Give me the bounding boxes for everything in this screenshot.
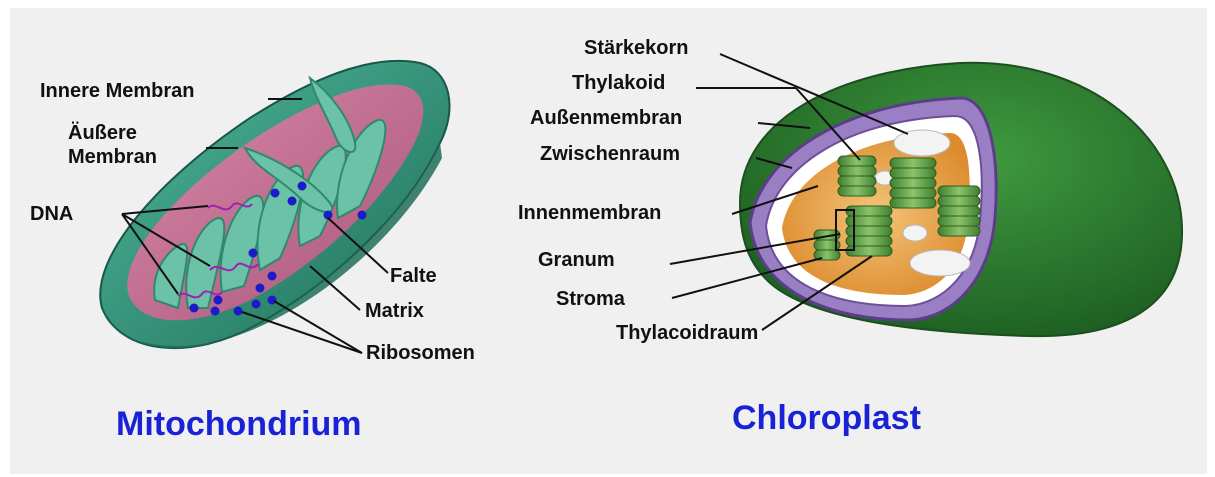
label-inner-membrane-chloro: Innenmembran [518, 201, 661, 225]
label-ribosomes: Ribosomen [366, 341, 475, 365]
caption-chloroplast: Chloroplast [732, 399, 921, 438]
label-crista: Falte [390, 264, 437, 288]
label-granum: Granum [538, 248, 615, 272]
label-stroma: Stroma [556, 287, 625, 311]
label-dna: DNA [30, 202, 73, 226]
label-matrix: Matrix [365, 299, 424, 323]
chloroplast-body [740, 63, 1182, 336]
label-outer-membrane-line1: Äußere [68, 121, 137, 145]
label-inner-membrane: Innere Membran [40, 79, 194, 103]
diagram-figure: Innere Membran Äußere Membran DNA Falte … [10, 8, 1207, 474]
label-outer-membrane-chloro: Außenmembran [530, 106, 682, 130]
label-starch-grain: Stärkekorn [584, 36, 689, 60]
caption-mitochondrium: Mitochondrium [116, 405, 362, 444]
label-outer-membrane-line2: Membran [68, 145, 157, 169]
label-thylakoid: Thylakoid [572, 71, 665, 95]
label-intermembrane-space: Zwischenraum [540, 142, 680, 166]
label-thylakoid-lumen: Thylacoidraum [616, 321, 758, 345]
